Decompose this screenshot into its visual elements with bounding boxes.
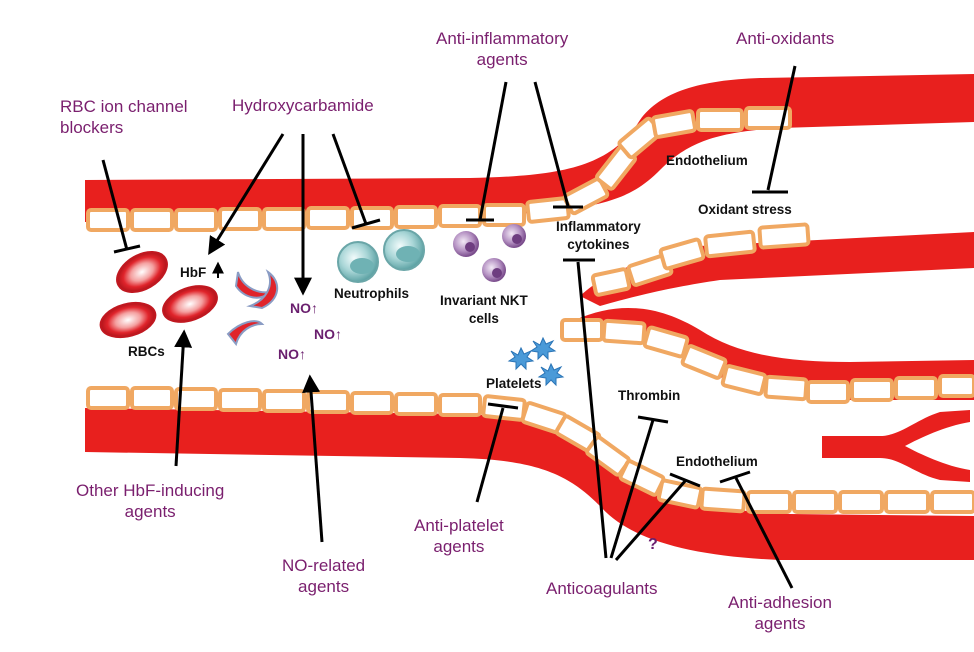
vessel-branch-small [822, 410, 970, 482]
vessel-wall-middle-upper [580, 232, 974, 306]
label-thrombin: Thrombin [618, 388, 681, 403]
label-platelets: Platelets [486, 376, 542, 391]
label-anti-oxidants: Anti-oxidants [736, 29, 835, 48]
label-hydroxycarbamide: Hydroxycarbamide [232, 96, 374, 115]
sickle-cells [226, 269, 278, 347]
label-neutrophils: Neutrophils [334, 286, 410, 301]
label-endothelium-bottom: Endothelium [676, 454, 758, 469]
vessel-wall-bottom [85, 408, 974, 560]
label-no-3: NO↑ [278, 346, 306, 362]
label-anticoagulants: Anticoagulants [546, 579, 658, 598]
neutrophil-cells [337, 229, 425, 283]
label-hbf: HbF [180, 265, 207, 280]
nkt-cells [453, 224, 526, 282]
label-no-2: NO↑ [314, 326, 342, 342]
vessel-wall-middle-lower [575, 307, 974, 400]
label-oxidant-stress: Oxidant stress [698, 202, 792, 217]
rbc-cells [99, 251, 218, 339]
label-endothelium-top: Endothelium [666, 153, 748, 168]
label-question-mark: ? [648, 536, 658, 553]
label-rbcs: RBCs [128, 344, 165, 359]
connector-lines [101, 65, 797, 589]
label-no-1: NO↑ [290, 300, 318, 316]
vessel-wall-top [85, 74, 974, 222]
platelet-cells [507, 336, 565, 387]
